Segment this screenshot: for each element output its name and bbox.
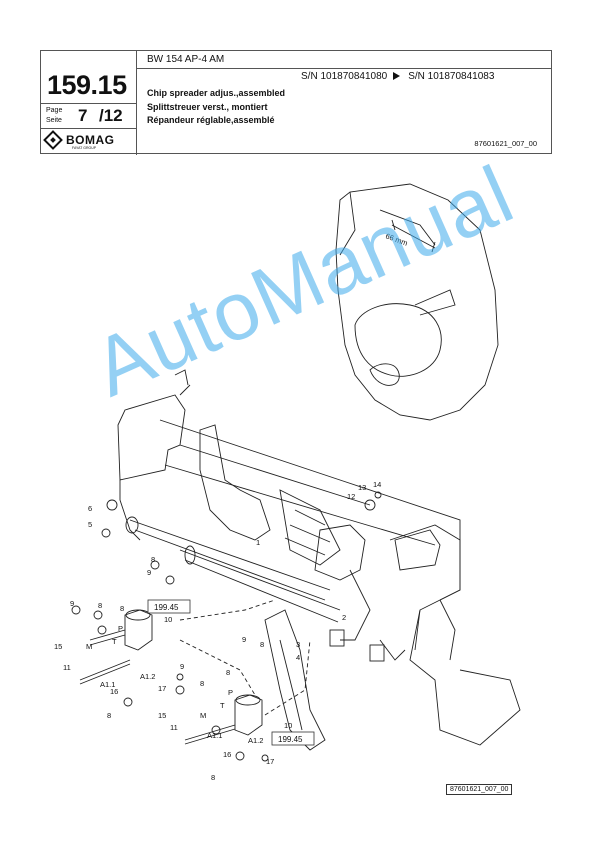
port-label: A1.2 [248, 736, 263, 745]
reference-box-label: 199.45 [278, 735, 303, 744]
callout: 11 [63, 663, 71, 672]
callout: 10 [284, 721, 292, 730]
reference-box-1: 199.45 [147, 599, 191, 614]
callout: 9 [147, 568, 151, 577]
port-label: T [220, 701, 225, 710]
port-label: A1.1 [100, 680, 115, 689]
titles: Chip spreader adjus.,assembled Splittstr… [147, 87, 285, 128]
callout: 16 [110, 687, 118, 696]
reference-box-label: 199.45 [154, 603, 179, 612]
callout: 8 [98, 601, 102, 610]
callout: 8 [200, 679, 204, 688]
callout: 8 [211, 773, 215, 782]
callout: 1 [256, 538, 260, 547]
page-label-en: Page [46, 107, 63, 114]
callout: 15 [54, 642, 62, 651]
serial-range: S/N 101870841080 S/N 101870841083 [301, 71, 494, 82]
serial-to: S/N 101870841083 [408, 71, 495, 82]
serial-from: S/N 101870841080 [301, 71, 388, 82]
dimension-label: 66 mm [384, 231, 409, 247]
callout: 16 [223, 750, 231, 759]
callout: 8 [107, 711, 111, 720]
callout: 8 [260, 640, 264, 649]
port-label: M [200, 711, 206, 720]
port-label: A1.2 [140, 672, 155, 681]
header-divider [136, 68, 551, 69]
port-label: T [112, 637, 117, 646]
doc-number: 87601621_007_00 [474, 139, 537, 148]
callout: 15 [158, 711, 166, 720]
callout: 4 [296, 653, 300, 662]
title-fr: Répandeur réglable,assemblé [147, 115, 275, 125]
bomag-logo-icon [43, 130, 63, 150]
callout: 3 [296, 640, 300, 649]
callout: 10 [164, 615, 172, 624]
page-title: 159.15 [47, 70, 127, 100]
port-label: A1.1 [207, 731, 222, 740]
port-label: P [228, 688, 233, 697]
title-de: Splittstreuer verst., montiert [147, 101, 268, 112]
header-divider [136, 51, 137, 155]
callout: 12 [347, 492, 355, 501]
title-en: Chip spreader adjus.,assembled [147, 88, 286, 98]
page-info: Page Seite 7 /12 [41, 103, 136, 129]
callout-numbers: 1 2 3 4 5 6 8 8 8 8 8 8 8 8 9 9 9 9 10 1… [54, 480, 381, 782]
reference-box-2: 199.45 [271, 731, 315, 746]
model-name: BW 154 AP-4 AM [147, 54, 225, 65]
callout: 6 [88, 504, 92, 513]
page-label-de: Seite [46, 117, 62, 124]
callout: 11 [170, 723, 178, 732]
callout: 8 [151, 555, 155, 564]
port-label: P [118, 624, 123, 633]
callout: 17 [266, 757, 274, 766]
callout: 9 [180, 662, 184, 671]
page-total: /12 [99, 106, 123, 125]
brand-sub: FAYAT GROUP [72, 146, 97, 150]
callout: 17 [158, 684, 166, 693]
reference-code: 87601621_007_00 [446, 784, 513, 795]
callout: 9 [70, 599, 74, 608]
callout: 9 [242, 635, 246, 644]
page-current: 7 [78, 106, 88, 125]
callout: 2 [342, 613, 346, 622]
exploded-parts-drawing: 66 mm 1 2 3 4 5 6 8 8 8 8 8 8 8 8 9 9 9 … [54, 183, 521, 782]
callout: 8 [120, 604, 124, 613]
callout: 8 [226, 668, 230, 677]
drawing-linework [71, 183, 521, 762]
port-labels: P T M A1.1 A1.2 P T M A1.1 A1.2 [86, 624, 263, 745]
arrow-right-icon [393, 72, 401, 81]
port-label: M [86, 642, 92, 651]
callout: 5 [88, 520, 92, 529]
brand-logo: BOMAG FAYAT GROUP [43, 130, 115, 150]
callout: 13 [358, 483, 366, 492]
callout: 14 [373, 480, 381, 489]
brand-name: BOMAG [66, 133, 115, 147]
